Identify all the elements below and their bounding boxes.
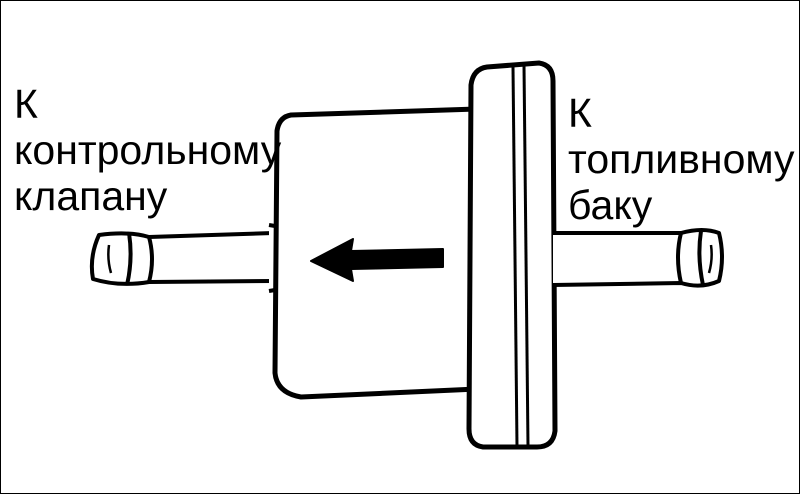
label-left-line-1: К	[14, 81, 38, 127]
label-left-line-3: клапану	[14, 173, 168, 219]
left-outlet-tube	[89, 231, 274, 286]
right-inlet-tube	[552, 228, 724, 288]
label-right-line-2: топливному	[568, 136, 795, 182]
filter-flange	[466, 60, 558, 450]
label-right-line-1: К	[568, 90, 592, 136]
label-left-line-2: контрольному	[14, 127, 282, 173]
flow-direction-arrow	[310, 238, 444, 282]
label-to-control-valve: К контрольному клапану	[14, 81, 281, 219]
label-right-line-3: баку	[568, 182, 653, 228]
label-to-fuel-tank: К топливному баку	[568, 90, 795, 228]
